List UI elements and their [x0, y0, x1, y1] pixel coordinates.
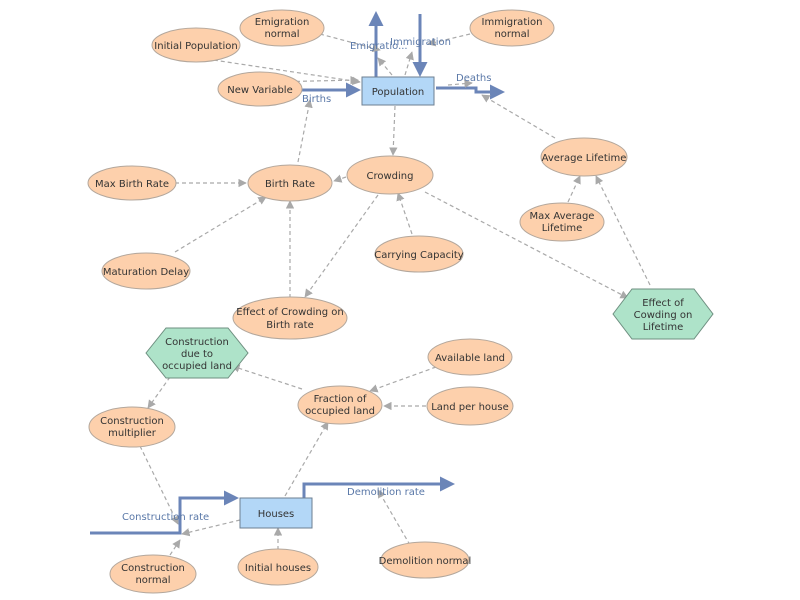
var-immigration-normal-label-1: Immigration — [482, 17, 543, 28]
var-effect-crowding-birth-label-1: Effect of Crowding on — [236, 307, 343, 318]
deaths-flow-label[interactable]: Deaths — [456, 73, 491, 84]
var-available-land-label: Available land — [435, 353, 505, 364]
var-max-birth-rate-label: Max Birth Rate — [95, 179, 169, 190]
var-emigration-normal-label-2: normal — [264, 29, 299, 40]
demolition-flow-pipe[interactable] — [302, 476, 455, 498]
stock-population[interactable]: Population — [361, 76, 435, 106]
var-average-lifetime-label: Average Lifetime — [542, 153, 627, 164]
var-new-variable[interactable]: New Variable — [217, 71, 303, 107]
var-initial-population[interactable]: Initial Population — [151, 27, 241, 63]
var-initial-houses-label: Initial houses — [245, 563, 311, 574]
var-construction-normal[interactable]: Construction normal — [109, 554, 197, 594]
stock-population-label: Population — [372, 87, 425, 98]
var-immigration-normal-label-2: normal — [494, 29, 529, 40]
var-land-per-house[interactable]: Land per house — [426, 386, 514, 426]
conv-effect-crowding-lifetime-label-2: Cowding on — [634, 310, 693, 321]
var-carrying-capacity[interactable]: Carrying Capacity — [374, 235, 464, 273]
var-max-average-lifetime-label-2: Lifetime — [542, 223, 583, 234]
var-crowding-label: Crowding — [367, 171, 414, 182]
var-birth-rate-label: Birth Rate — [265, 179, 315, 190]
deaths-flow-pipe[interactable] — [436, 84, 505, 100]
var-new-variable-label: New Variable — [227, 85, 292, 96]
var-construction-normal-label-2: normal — [135, 575, 170, 586]
var-initial-houses[interactable]: Initial houses — [237, 548, 319, 586]
conv-construction-occupied-label-2: due to — [181, 349, 213, 360]
influence-links — [139, 33, 651, 556]
var-fraction-occupied-label-2: occupied land — [305, 406, 375, 417]
conv-effect-crowding-lifetime-label-1: Effect of — [642, 298, 684, 309]
var-land-per-house-label: Land per house — [431, 402, 509, 413]
demolition-rate-flow-label[interactable]: Demolition rate — [347, 487, 425, 498]
conv-effect-crowding-lifetime-label-3: Lifetime — [643, 322, 684, 333]
stock-houses[interactable]: Houses — [239, 497, 313, 529]
emigration-flow-label[interactable]: Emigratio... — [350, 41, 408, 52]
conv-effect-crowding-lifetime[interactable]: Effect of Cowding on Lifetime — [612, 288, 714, 340]
var-initial-population-label: Initial Population — [154, 41, 237, 52]
births-flow-label[interactable]: Births — [302, 94, 331, 105]
var-demolition-normal[interactable]: Demolition normal — [379, 541, 472, 579]
var-fraction-occupied-land[interactable]: Fraction of occupied land — [297, 385, 383, 425]
var-maturation-delay[interactable]: Maturation Delay — [101, 252, 191, 290]
var-available-land[interactable]: Available land — [427, 338, 513, 376]
var-carrying-capacity-label: Carrying Capacity — [374, 250, 464, 261]
var-construction-normal-label-1: Construction — [121, 563, 185, 574]
immigration-flow-label[interactable]: Immigration — [390, 37, 451, 48]
var-effect-crowding-birth-label-2: Birth rate — [266, 320, 314, 331]
stock-houses-label: Houses — [258, 509, 295, 520]
var-crowding[interactable]: Crowding — [346, 155, 434, 195]
conv-construction-occupied-land[interactable]: Construction due to occupied land — [145, 327, 249, 379]
var-construction-multiplier[interactable]: Construction multiplier — [88, 406, 176, 448]
var-maturation-delay-label: Maturation Delay — [103, 267, 189, 278]
var-max-average-lifetime-label-1: Max Average — [530, 211, 595, 222]
var-average-lifetime[interactable]: Average Lifetime — [540, 137, 628, 177]
conv-construction-occupied-label-3: occupied land — [162, 361, 232, 372]
var-demolition-normal-label: Demolition normal — [379, 556, 472, 567]
var-emigration-normal-label-1: Emigration — [255, 17, 310, 28]
var-max-birth-rate[interactable]: Max Birth Rate — [87, 165, 177, 201]
construction-flow-pipe[interactable] — [90, 490, 239, 535]
construction-rate-flow-label[interactable]: Construction rate — [122, 512, 209, 523]
var-effect-crowding-birth-rate[interactable]: Effect of Crowding on Birth rate — [232, 296, 348, 340]
var-max-average-lifetime[interactable]: Max Average Lifetime — [519, 202, 605, 242]
var-birth-rate[interactable]: Birth Rate — [247, 164, 333, 202]
var-emigration-normal[interactable]: Emigration normal — [239, 9, 325, 47]
conv-construction-occupied-label-1: Construction — [165, 337, 229, 348]
var-construction-multiplier-label-2: multiplier — [108, 428, 157, 439]
var-construction-multiplier-label-1: Construction — [100, 416, 164, 427]
var-immigration-normal[interactable]: Immigration normal — [469, 9, 555, 47]
var-fraction-occupied-label-1: Fraction of — [314, 394, 367, 405]
flow-pipes — [90, 11, 505, 535]
